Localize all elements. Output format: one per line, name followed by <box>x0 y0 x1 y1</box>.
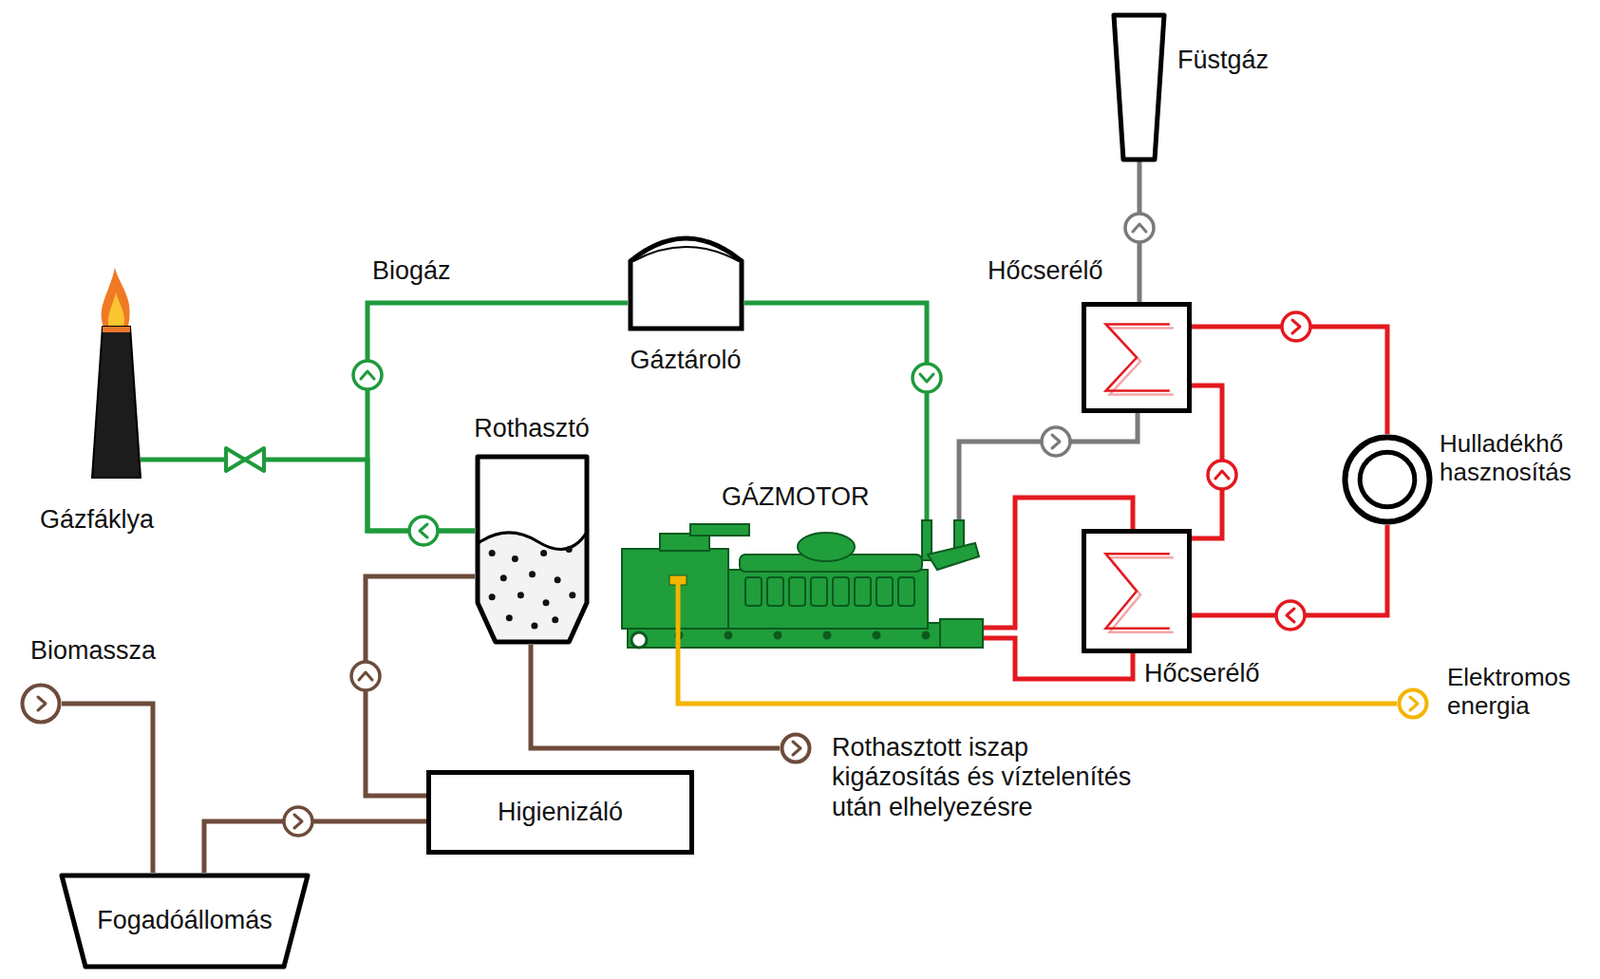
flow-indicator <box>1041 427 1071 456</box>
flow-indicator <box>912 363 942 393</box>
node-label: Fogadóállomás <box>96 905 273 936</box>
flow-label: Biogáz <box>372 256 452 286</box>
flow-indicator <box>351 661 380 691</box>
node-label: Biomassza <box>30 636 192 666</box>
heat-exchanger-outline <box>1081 301 1192 414</box>
node-label: Gáztároló <box>619 345 753 376</box>
gas-holder-outline <box>627 226 745 332</box>
node-label: Hőcserélő <box>1144 658 1287 689</box>
connector-group <box>1125 161 1154 302</box>
gas-engine-outline <box>621 520 983 654</box>
connector-group <box>351 576 475 796</box>
node-label: Füstgáz <box>1177 45 1301 76</box>
pipe-connector <box>204 821 427 873</box>
flow-indicator <box>1125 213 1154 243</box>
node-label: GÁZMOTOR <box>721 482 912 512</box>
input-terminal-outline <box>19 682 62 725</box>
flow-indicator <box>283 807 313 836</box>
waste-heat-user-outline <box>1341 433 1433 526</box>
pipe-connector <box>365 576 475 796</box>
node-label: Elektromos energia <box>1447 662 1592 720</box>
connector-group <box>61 703 153 873</box>
heat-exchanger: Hőcserélő <box>1081 528 1192 654</box>
connector-group <box>530 644 780 749</box>
node-label: Hőcserélő <box>987 256 1130 286</box>
node-label: Rothasztott iszap kigázosítás és víztele… <box>831 733 1160 823</box>
node-label: Gázfáklya <box>39 505 192 535</box>
flow-indicator <box>409 516 438 546</box>
flue-gas-stack-outline <box>1110 12 1168 162</box>
gas-flare: Gázfáklya <box>92 326 141 478</box>
pipe-connector <box>1191 326 1388 434</box>
gas-engine: GÁZMOTOR <box>621 520 983 654</box>
connector-group <box>1191 385 1237 539</box>
connector-group <box>204 807 427 873</box>
waste-heat-user: Hulladékhő hasznosítás <box>1341 433 1433 526</box>
flow-indicator <box>1207 460 1237 490</box>
node-label: Rothasztó <box>465 414 599 444</box>
connector-group <box>140 459 475 546</box>
input-terminal: Biomassza <box>19 682 62 725</box>
digester-tank: Rothasztó <box>474 453 590 645</box>
output-terminal-outline <box>779 732 812 765</box>
pipe-connector <box>530 644 780 749</box>
output-terminal-outline <box>1396 687 1430 720</box>
output-terminal: Rothasztott iszap kigázosítás és víztele… <box>779 732 812 765</box>
node-label: Hulladékhő hasznosítás <box>1439 429 1592 487</box>
connector-group <box>677 653 1397 704</box>
digester-tank-outline <box>474 453 590 645</box>
pipe-connector <box>61 703 153 873</box>
heat-exchanger-outline <box>1081 528 1192 654</box>
connector-group <box>1191 312 1388 434</box>
gas-flare-outline <box>92 326 141 478</box>
pipe-connector <box>959 413 1138 521</box>
connector-group <box>959 413 1138 521</box>
output-terminal: Elektromos energia <box>1396 687 1430 720</box>
node-label: Higienizáló <box>497 797 623 828</box>
heat-exchanger: Hőcserélő <box>1081 301 1192 414</box>
connector-group <box>1191 525 1388 630</box>
flow-indicator <box>1281 312 1311 341</box>
gas-valve <box>225 448 264 471</box>
flow-indicator <box>1276 601 1305 630</box>
flow-indicator <box>353 360 382 390</box>
pipe-connector <box>677 653 1397 704</box>
reception-hopper: Fogadóállomás <box>58 872 311 970</box>
process-box: Higienizáló <box>426 770 695 855</box>
gas-holder: Gáztároló <box>627 226 745 332</box>
flue-gas-stack: Füstgáz <box>1110 12 1168 162</box>
